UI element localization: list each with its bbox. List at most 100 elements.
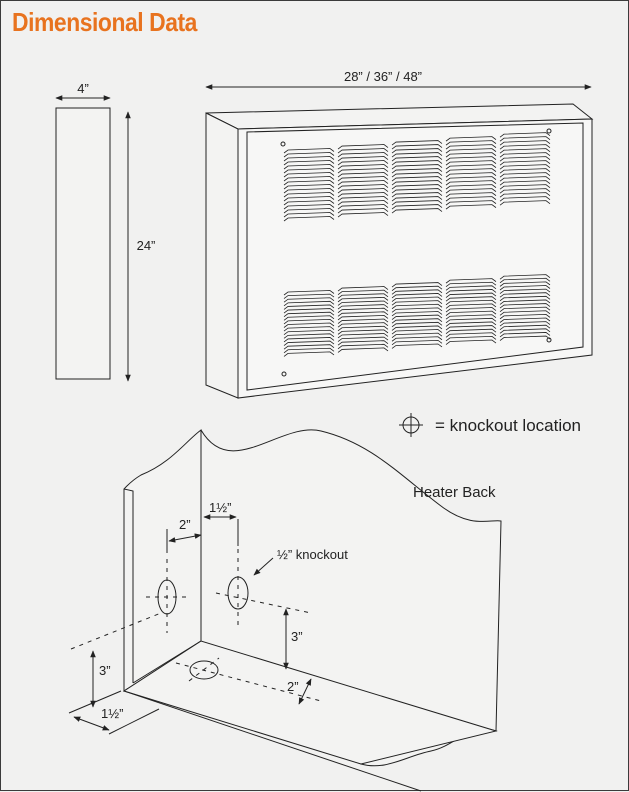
knockout-legend-symbol: [399, 413, 423, 437]
louver-line: [391, 303, 443, 310]
louver-line: [337, 329, 389, 335]
louver-line: [283, 351, 335, 357]
louver-line: [499, 184, 551, 190]
louver-line: [337, 304, 389, 310]
louver-line: [337, 322, 389, 328]
louver-line: [283, 148, 335, 154]
louver-line: [499, 328, 551, 334]
louver-line: [283, 188, 335, 194]
louver-line: [337, 340, 389, 346]
louver-line: [283, 216, 335, 222]
louver-line: [283, 212, 335, 218]
louver-line: [499, 156, 551, 162]
louver-line: [283, 293, 335, 299]
louver-line: [337, 333, 389, 339]
louver-line: [391, 196, 443, 202]
louver-line: [283, 326, 335, 332]
louver-line: [499, 200, 551, 206]
screw-hole: [281, 371, 287, 377]
louver-line: [337, 200, 389, 206]
louver-line: [283, 329, 335, 336]
louver-line: [337, 293, 389, 299]
louver-line: [337, 176, 389, 182]
louver-line: [499, 299, 551, 305]
louver-line: [499, 313, 551, 320]
louver-line: [283, 200, 335, 206]
louver-line: [391, 176, 443, 182]
louver-line: [283, 180, 335, 186]
grille-panel: [283, 290, 335, 357]
heater-back-view: [68, 429, 502, 792]
louver-line: [445, 192, 497, 198]
louver-line: [337, 343, 389, 350]
louver-line: [499, 172, 551, 178]
heater-front-view: [205, 84, 594, 399]
louver-line: [499, 168, 551, 174]
louver-line: [391, 343, 443, 349]
louver-line: [445, 299, 497, 306]
screw-hole: [280, 141, 286, 147]
legend-text: = knockout location: [435, 416, 581, 435]
louver-line: [283, 168, 335, 174]
louver-line: [337, 148, 389, 154]
louver-line: [283, 337, 335, 343]
louver-line: [283, 344, 335, 350]
side-view: [55, 95, 131, 382]
louver-line: [445, 184, 497, 190]
louver-line: [283, 204, 335, 210]
louver-line: [391, 325, 443, 331]
louver-line: [283, 340, 335, 346]
heater-grilles: [283, 132, 551, 357]
louver-line: [499, 292, 551, 298]
louver-line: [445, 156, 497, 162]
louver-line: [499, 295, 551, 302]
heater-back-label: Heater Back: [413, 484, 496, 501]
louver-line: [391, 332, 443, 338]
louver-line: [283, 208, 335, 214]
louver-line: [283, 156, 335, 162]
louver-line: [499, 176, 551, 182]
louver-line: [391, 200, 443, 206]
louver-line: [445, 172, 497, 178]
louver-line: [391, 293, 443, 299]
louver-line: [337, 144, 389, 150]
louver-line: [391, 336, 443, 342]
louver-line: [499, 148, 551, 154]
louver-line: [445, 144, 497, 150]
louver-line: [337, 300, 389, 306]
louver-line: [499, 288, 551, 294]
louver-line: [445, 325, 497, 331]
louver-line: [283, 347, 335, 354]
louver-line: [337, 318, 389, 324]
louver-line: [445, 296, 497, 302]
louver-line: [445, 292, 497, 298]
louver-line: [283, 315, 335, 321]
louver-line: [391, 188, 443, 194]
louver-line: [283, 318, 335, 325]
louver-line: [445, 196, 497, 202]
louver-line: [337, 315, 389, 321]
louver-line: [391, 164, 443, 170]
louver-line: [337, 325, 389, 332]
louver-line: [283, 304, 335, 310]
louver-line: [283, 176, 335, 182]
louver-line: [499, 152, 551, 158]
louver-line: [337, 192, 389, 198]
louver-line: [337, 184, 389, 190]
louver-line: [337, 208, 389, 214]
louver-line: [391, 318, 443, 324]
louver-line: [499, 188, 551, 194]
louver-line: [337, 347, 389, 353]
louver-line: [499, 144, 551, 150]
grille-panel: [445, 136, 497, 210]
screw-hole: [546, 128, 552, 134]
louver-line: [391, 321, 443, 328]
grille-panel: [499, 274, 551, 341]
louver-line: [337, 212, 389, 218]
dim-left-3-label: 3”: [99, 663, 111, 678]
louver-line: [445, 314, 497, 320]
louver-line: [499, 332, 551, 338]
louver-line: [337, 164, 389, 170]
louver-line: [391, 300, 443, 306]
